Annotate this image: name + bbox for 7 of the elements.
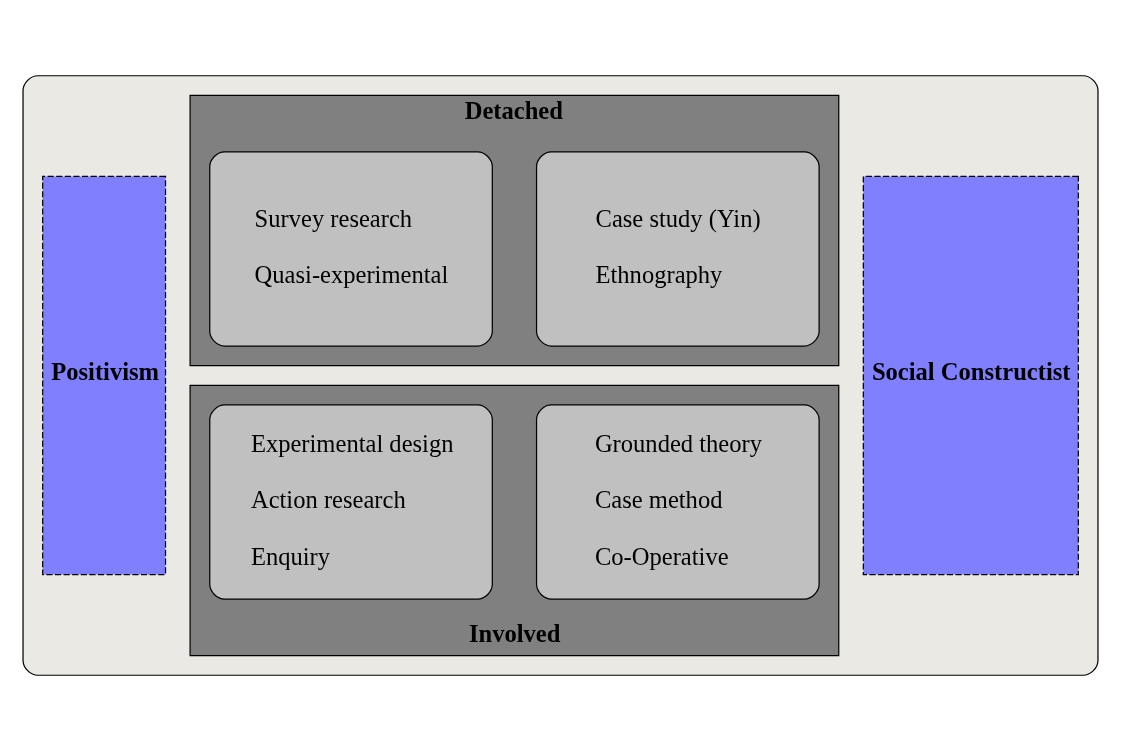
node-box: Social Constructist [862,175,1079,576]
node-box: Grounded theory Case method Co-Operative [535,404,820,600]
node-box: Positivism [42,175,167,576]
node-box: Survey research Quasi-experimental [209,151,493,347]
cluster [22,75,1099,676]
node-box: Case study (Yin) Ethnography [535,151,820,347]
node-box: Experimental design Action research Enquiry [209,404,493,600]
